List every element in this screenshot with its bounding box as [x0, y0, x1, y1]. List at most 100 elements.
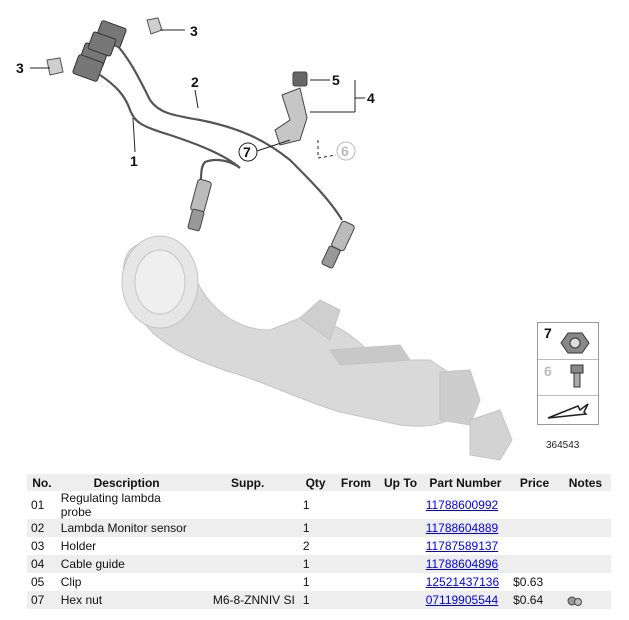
row-up-to [379, 537, 422, 555]
header-qty: Qty [298, 474, 333, 491]
row-no: 03 [27, 537, 57, 555]
callout-1: 1 [130, 153, 138, 169]
row-description: Clip [56, 573, 197, 591]
row-notes [559, 573, 611, 591]
row-price [509, 555, 560, 573]
row-up-to [379, 573, 422, 591]
part-number-link[interactable]: 11788600992 [425, 498, 499, 512]
row-qty: 1 [298, 591, 333, 609]
arrow-icon [547, 403, 589, 419]
row-description: Lambda Monitor sensor [56, 519, 197, 537]
callout-3-top: 3 [190, 23, 198, 39]
row-notes [559, 491, 611, 519]
row-notes [559, 555, 611, 573]
row-description: Cable guide [56, 555, 197, 573]
header-description: Description [56, 474, 197, 491]
row-qty: 1 [298, 519, 333, 537]
row-no: 07 [27, 591, 57, 609]
row-no: 01 [27, 491, 57, 519]
sensor-cables [99, 39, 343, 221]
header-supp: Supp. [196, 474, 299, 491]
leader-lines [30, 29, 365, 159]
row-supp [196, 573, 299, 591]
row-price: $0.63 [509, 573, 560, 591]
row-up-to [379, 519, 422, 537]
row-from [332, 591, 380, 609]
row-qty: 1 [298, 573, 333, 591]
fastener-inset: 7 6 [537, 322, 599, 425]
row-notes [559, 591, 611, 609]
inset-label-7: 7 [544, 325, 552, 341]
callout-4: 4 [367, 90, 375, 106]
svg-text:7: 7 [243, 144, 251, 160]
row-from [332, 519, 380, 537]
part-number-link[interactable]: 11788604889 [425, 521, 499, 535]
row-from [332, 573, 380, 591]
header-part-number: Part Number [421, 474, 510, 491]
cable-guide-bracket [274, 71, 308, 146]
row-part-number: 12521437136 [421, 573, 510, 591]
header-from: From [332, 474, 380, 491]
row-from [332, 491, 380, 519]
part-number-link[interactable]: 12521437136 [425, 575, 500, 589]
row-part-number: 11788604889 [421, 519, 510, 537]
row-no: 02 [27, 519, 57, 537]
row-up-to [379, 555, 422, 573]
row-qty: 1 [298, 555, 333, 573]
row-from [332, 537, 380, 555]
lambda-probes [187, 178, 355, 269]
row-description: Holder [56, 537, 197, 555]
header-no: No. [27, 474, 57, 491]
row-supp [196, 555, 299, 573]
row-notes [559, 537, 611, 555]
parts-diagram: 3 3 1 2 5 4 7 6 [16, 17, 513, 461]
connector-plugs [72, 20, 127, 82]
row-qty: 2 [298, 537, 333, 555]
row-price [509, 537, 560, 555]
row-qty: 1 [298, 491, 333, 519]
header-price: Price [509, 474, 560, 491]
bolt-icon [570, 364, 584, 388]
svg-text:6: 6 [341, 143, 349, 159]
row-description: Regulating lambda probe [56, 491, 197, 519]
hex-nut-icon [560, 332, 590, 354]
row-supp [196, 519, 299, 537]
header-up-to: Up To [379, 474, 422, 491]
header-notes: Notes [559, 474, 611, 491]
row-part-number: 07119905544 [421, 591, 510, 609]
row-supp [196, 537, 299, 555]
row-price [509, 491, 560, 519]
holder-clips [46, 17, 163, 76]
row-description: Hex nut [56, 591, 197, 609]
parts-table: No. Description Supp. Qty From Up To Par… [27, 474, 611, 609]
diagram-code: 364543 [546, 440, 580, 451]
row-price [509, 519, 560, 537]
row-notes [559, 519, 611, 537]
catalytic-converter-illustration [121, 235, 513, 461]
part-number-link[interactable]: 11788604896 [425, 557, 499, 571]
row-no: 04 [27, 555, 57, 573]
row-no: 05 [27, 573, 57, 591]
row-part-number: 11788600992 [421, 491, 510, 519]
row-supp: M6-8-ZNNIV SI [196, 591, 299, 609]
row-supp [196, 491, 299, 519]
part-number-link[interactable]: 07119905544 [425, 593, 499, 607]
row-part-number: 11787589137 [421, 537, 510, 555]
row-up-to [379, 591, 422, 609]
callout-5: 5 [332, 72, 340, 88]
car-parts-icon[interactable] [567, 595, 583, 607]
callout-2: 2 [191, 74, 199, 90]
table-header-row: No. Description Supp. Qty From Up To Par… [27, 474, 611, 491]
row-up-to [379, 491, 422, 519]
callout-7: 7 [238, 142, 258, 162]
callout-3-left: 3 [16, 60, 24, 76]
part-number-link[interactable]: 11787589137 [425, 539, 499, 553]
row-part-number: 11788604896 [421, 555, 510, 573]
row-price: $0.64 [509, 591, 560, 609]
